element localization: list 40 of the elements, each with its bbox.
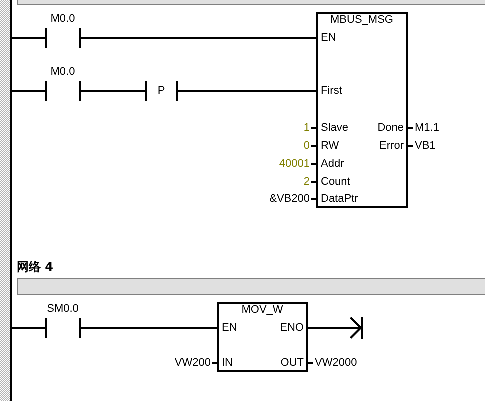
block-title: MOV_W [242, 304, 284, 316]
pin-label: DataPtr [321, 193, 358, 205]
operand-value: 0 [304, 140, 310, 152]
function-block [316, 12, 408, 208]
pin-label: OUT [280, 357, 304, 369]
operand-value: &VB200 [270, 193, 310, 205]
wire [81, 327, 217, 329]
operand-value: VW2000 [315, 357, 358, 369]
operand-value: VB1 [415, 140, 436, 152]
pin-label: EN [222, 322, 238, 334]
contact-label: M0.0 [50, 13, 76, 25]
pin-label: EN [321, 32, 336, 44]
contact-label: M0.0 [50, 66, 76, 78]
wire [81, 37, 316, 39]
wire [12, 37, 45, 39]
comment-bar [17, 0, 485, 5]
pin-label: Addr [321, 158, 344, 170]
function-block [217, 302, 308, 372]
wire [81, 90, 145, 92]
wire [12, 327, 45, 329]
operand-value: 40001 [279, 158, 310, 170]
operand-value: M1.1 [415, 122, 440, 134]
operand-value: 1 [304, 122, 310, 134]
wire [178, 90, 316, 92]
pin-label: IN [222, 357, 233, 369]
block-title: MBUS_MSG [330, 14, 394, 26]
pin-label: Count [321, 176, 350, 188]
network-title: 网络 4 [17, 260, 54, 274]
wire [12, 90, 45, 92]
wire [308, 317, 363, 339]
pin-label: ENO [280, 322, 304, 334]
operand-value: 2 [304, 176, 310, 188]
contact-label: SM0.0 [47, 303, 79, 315]
pin-label: RW [321, 140, 340, 152]
pin-label: Done [378, 122, 404, 134]
transition-label: P [158, 85, 166, 97]
pin-label: Slave [321, 122, 349, 134]
pin-label: First [321, 85, 342, 97]
operand-value: VW200 [174, 357, 211, 369]
pin-label: Error [380, 140, 404, 152]
